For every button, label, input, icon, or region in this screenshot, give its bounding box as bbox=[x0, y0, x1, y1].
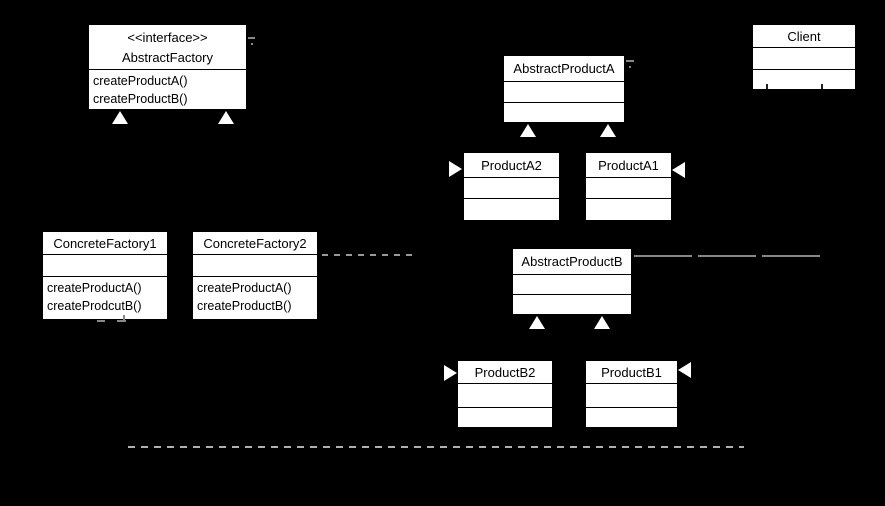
class-client: Client bbox=[752, 24, 856, 90]
attributes-compartment bbox=[193, 255, 317, 277]
method-label: createProductA() bbox=[93, 74, 188, 88]
attributes-compartment bbox=[458, 384, 552, 408]
class-product-a1: ProductA1 bbox=[585, 152, 672, 221]
attributes-compartment bbox=[586, 178, 671, 199]
method-label: createProductB() bbox=[93, 92, 188, 106]
dashed-dependency-line bbox=[128, 446, 744, 448]
method-label: createProductA() bbox=[47, 281, 142, 295]
attributes-compartment bbox=[43, 255, 167, 277]
class-abstract-product-a: AbstractProductA bbox=[503, 55, 625, 123]
dashed-dependency-line bbox=[634, 255, 825, 257]
class-name: AbstractFactory bbox=[121, 50, 214, 65]
line-fragment bbox=[766, 84, 768, 89]
methods-compartment bbox=[513, 295, 631, 314]
generalization-arrowhead-icon bbox=[520, 124, 536, 137]
methods-compartment bbox=[586, 199, 671, 220]
attributes-compartment bbox=[464, 178, 559, 199]
class-name: Client bbox=[787, 28, 821, 44]
attributes-compartment bbox=[586, 384, 677, 408]
dependency-arrowhead-icon bbox=[449, 161, 462, 177]
attributes-compartment bbox=[753, 48, 855, 70]
line-fragment bbox=[117, 320, 126, 322]
class-concrete-factory-2: ConcreteFactory2 createProductA() create… bbox=[192, 231, 318, 320]
methods-compartment bbox=[464, 199, 559, 220]
class-product-b2: ProductB2 bbox=[457, 360, 553, 428]
line-fragment bbox=[97, 320, 105, 322]
class-name: ConcreteFactory2 bbox=[203, 235, 307, 251]
dependency-arrowhead-icon bbox=[678, 362, 691, 378]
attributes-compartment bbox=[504, 82, 624, 103]
attributes-compartment bbox=[513, 275, 631, 295]
dependency-arrowhead-icon bbox=[672, 162, 685, 178]
class-product-a2: ProductA2 bbox=[463, 152, 560, 221]
method-label: createProductA() bbox=[197, 281, 292, 295]
methods-compartment bbox=[586, 408, 677, 427]
dependency-arrowhead-icon bbox=[444, 365, 457, 381]
methods-compartment bbox=[458, 408, 552, 427]
class-name: AbstractProductB bbox=[521, 254, 623, 269]
line-fragment bbox=[821, 84, 823, 89]
line-fragment bbox=[251, 43, 253, 45]
method-label: createProductB() bbox=[197, 299, 292, 313]
generalization-arrowhead-icon bbox=[112, 111, 128, 124]
generalization-arrowhead-icon bbox=[218, 111, 234, 124]
class-product-b1: ProductB1 bbox=[585, 360, 678, 428]
methods-compartment bbox=[504, 103, 624, 122]
class-name: ProductB2 bbox=[474, 364, 536, 380]
generalization-arrowhead-icon bbox=[594, 316, 610, 329]
generalization-arrowhead-icon bbox=[529, 316, 545, 329]
stereotype-label: <<interface>> bbox=[127, 30, 208, 45]
method-label: createProdcutB() bbox=[47, 299, 142, 313]
class-abstract-product-b: AbstractProductB bbox=[512, 248, 632, 315]
generalization-arrowhead-icon bbox=[600, 124, 616, 137]
class-concrete-factory-1: ConcreteFactory1 createProductA() create… bbox=[42, 231, 168, 320]
line-fragment bbox=[629, 66, 631, 68]
class-name: ProductB1 bbox=[601, 364, 662, 380]
class-name: ProductA2 bbox=[481, 157, 542, 173]
class-name: ProductA1 bbox=[598, 157, 659, 173]
class-abstract-factory: <<interface>> AbstractFactory createProd… bbox=[88, 24, 247, 110]
class-name: AbstractProductA bbox=[513, 61, 615, 76]
line-fragment bbox=[123, 315, 125, 321]
line-fragment bbox=[248, 37, 255, 39]
class-name: ConcreteFactory1 bbox=[53, 235, 157, 251]
methods-compartment bbox=[753, 70, 855, 89]
dashed-dependency-line bbox=[322, 254, 415, 256]
line-fragment bbox=[626, 60, 634, 62]
